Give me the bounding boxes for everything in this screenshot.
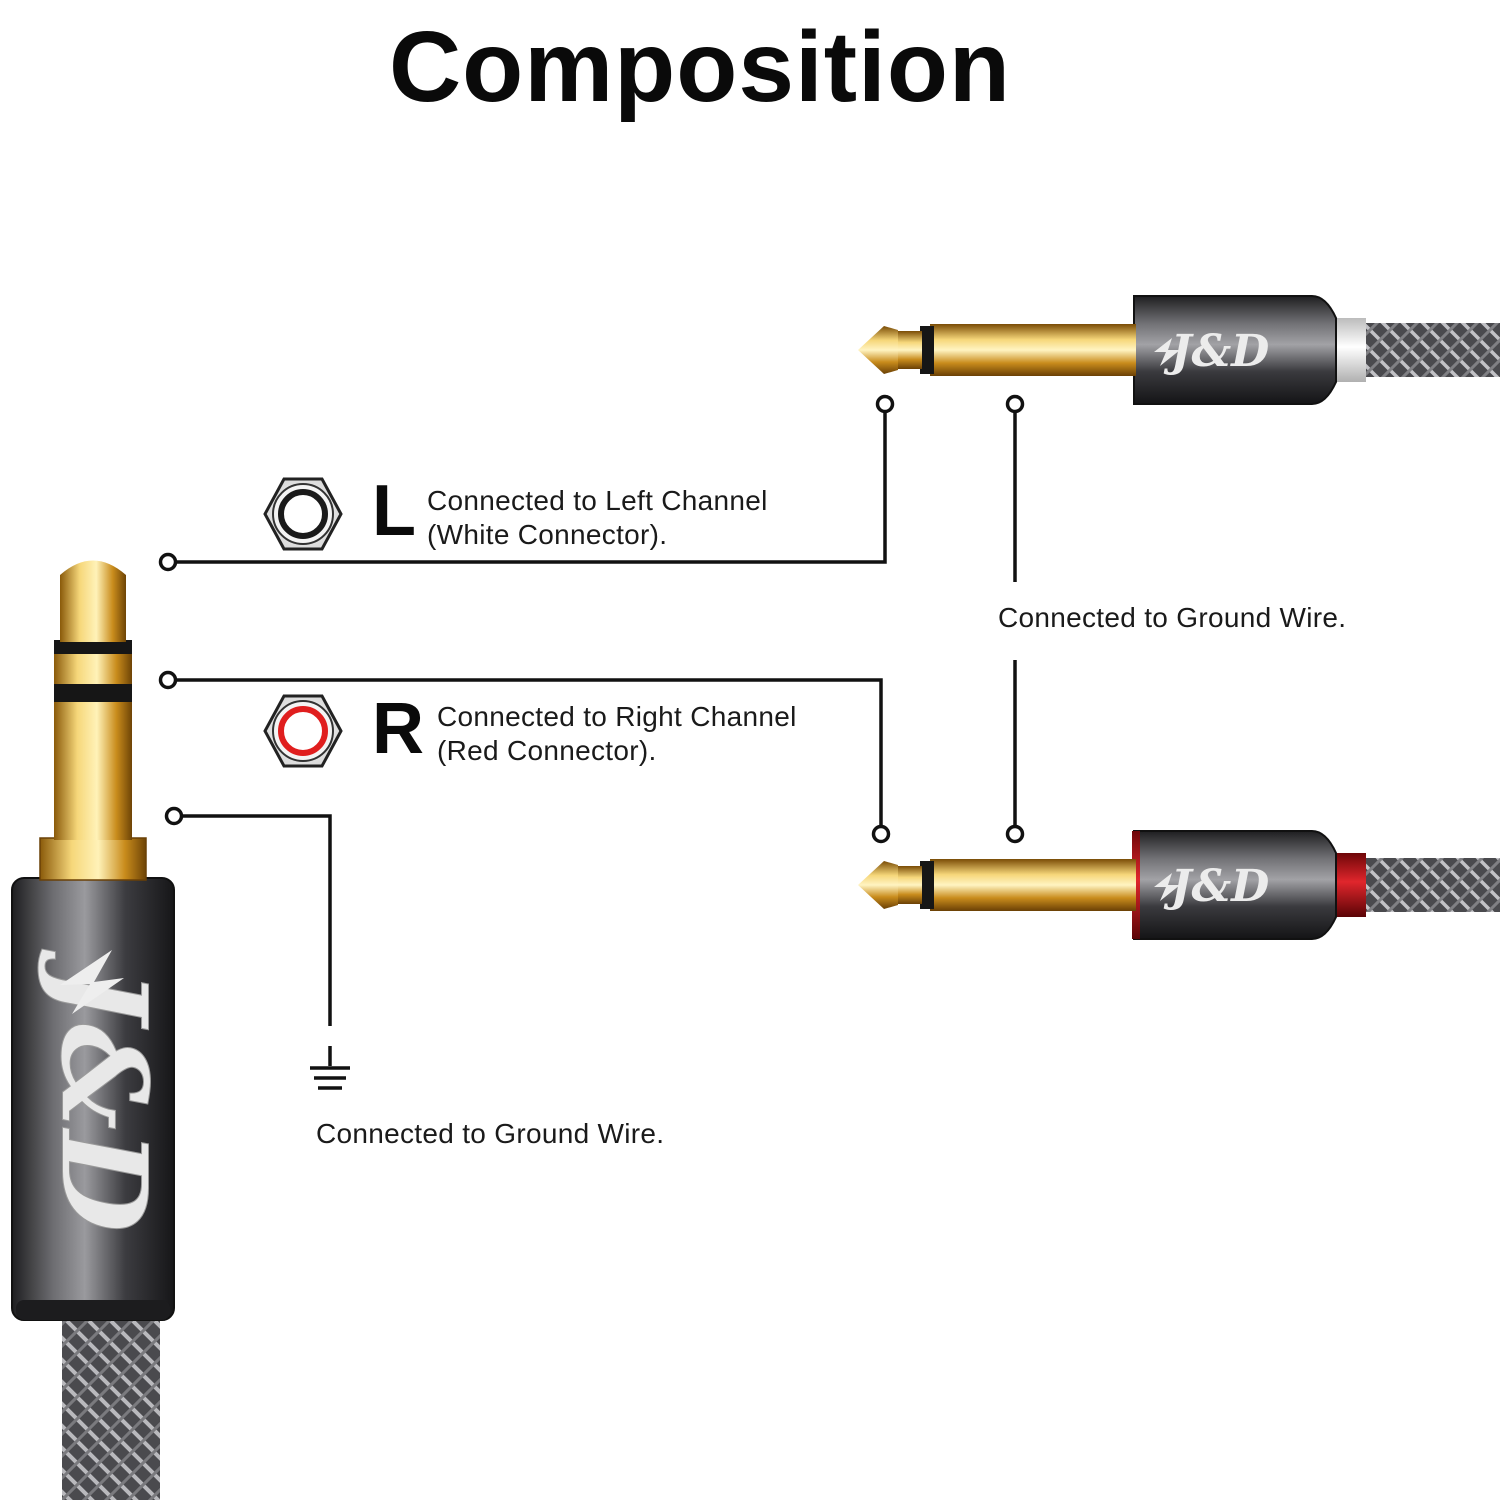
- top-plug-bolt-icon: [1154, 338, 1180, 366]
- left-plug-collar: [39, 837, 147, 881]
- left-plug-insulator-ring-upper: [54, 640, 132, 654]
- top-plug-brand-logo: J&D: [1164, 326, 1270, 377]
- terminal-top-sleeve: [1005, 394, 1025, 414]
- bottom-plug-sleeve: [930, 859, 1136, 911]
- terminal-trs-ring: [158, 670, 178, 690]
- left-braided-cable: [62, 1315, 160, 1500]
- bottom-red-collar: [1336, 853, 1366, 917]
- wire-terminals: [158, 394, 1025, 844]
- terminal-trs-tip: [158, 552, 178, 572]
- left-channel-wire: [176, 412, 887, 564]
- ground-label-left: Connected to Ground Wire.: [316, 1118, 665, 1149]
- trs-ground-wire: [182, 814, 332, 1026]
- left-plug-insulator-ring: [54, 682, 132, 702]
- trs-plug-3-5mm: J&D: [11, 560, 175, 1500]
- terminal-bottom-sleeve: [1005, 824, 1025, 844]
- top-plug-housing: [1133, 295, 1337, 405]
- ground-symbol-icon: [310, 1046, 350, 1090]
- bottom-plug-tip: [858, 861, 898, 909]
- right-channel-wire: [176, 678, 883, 826]
- left-channel-letter: L: [372, 471, 416, 551]
- right-channel-description-line1: Connected to Right Channel: [437, 701, 797, 732]
- white-connector-icon: [263, 477, 343, 551]
- page-title: Composition: [388, 11, 1012, 123]
- terminal-trs-sleeve: [164, 806, 184, 826]
- bottom-braided-cable: [1355, 858, 1500, 912]
- top-plug-tip: [858, 326, 898, 374]
- ts-plug-top-white: J&D: [858, 295, 1500, 405]
- top-braided-cable: [1355, 323, 1500, 377]
- top-plug-sleeve: [930, 324, 1136, 376]
- ground-label-right: Connected to Ground Wire.: [998, 602, 1347, 633]
- top-plug-insulator: [920, 326, 934, 374]
- top-plug-tip-neck: [896, 331, 922, 369]
- left-channel-description-line2: (White Connector).: [427, 519, 668, 550]
- bottom-plug-housing: [1133, 830, 1337, 940]
- right-channel-letter: R: [372, 689, 424, 769]
- left-plug-brand-logo: J&D: [35, 949, 174, 1233]
- left-plug-tip-neck: [60, 592, 126, 642]
- bottom-plug-brand-logo: J&D: [1164, 861, 1270, 912]
- bottom-plug-insulator: [920, 861, 934, 909]
- bottom-plug-tip-neck: [896, 866, 922, 904]
- ts-plug-bottom-red: J&D: [858, 830, 1500, 940]
- red-connector-icon: [263, 694, 343, 768]
- left-plug-housing-base: [16, 1300, 170, 1320]
- bottom-plug-bolt-icon: [1154, 873, 1180, 901]
- left-plug-sleeve: [54, 700, 132, 840]
- terminal-top-tip: [875, 394, 895, 414]
- right-channel-description-line2: (Red Connector).: [437, 735, 657, 766]
- terminal-bottom-tip: [871, 824, 891, 844]
- left-channel-description-line1: Connected to Left Channel: [427, 485, 768, 516]
- top-white-collar: [1336, 318, 1366, 382]
- wiring: [176, 412, 1017, 1026]
- left-plug-bolt-icon: [60, 950, 124, 1014]
- left-plug-tip: [60, 560, 126, 594]
- left-plug-ring: [54, 652, 132, 684]
